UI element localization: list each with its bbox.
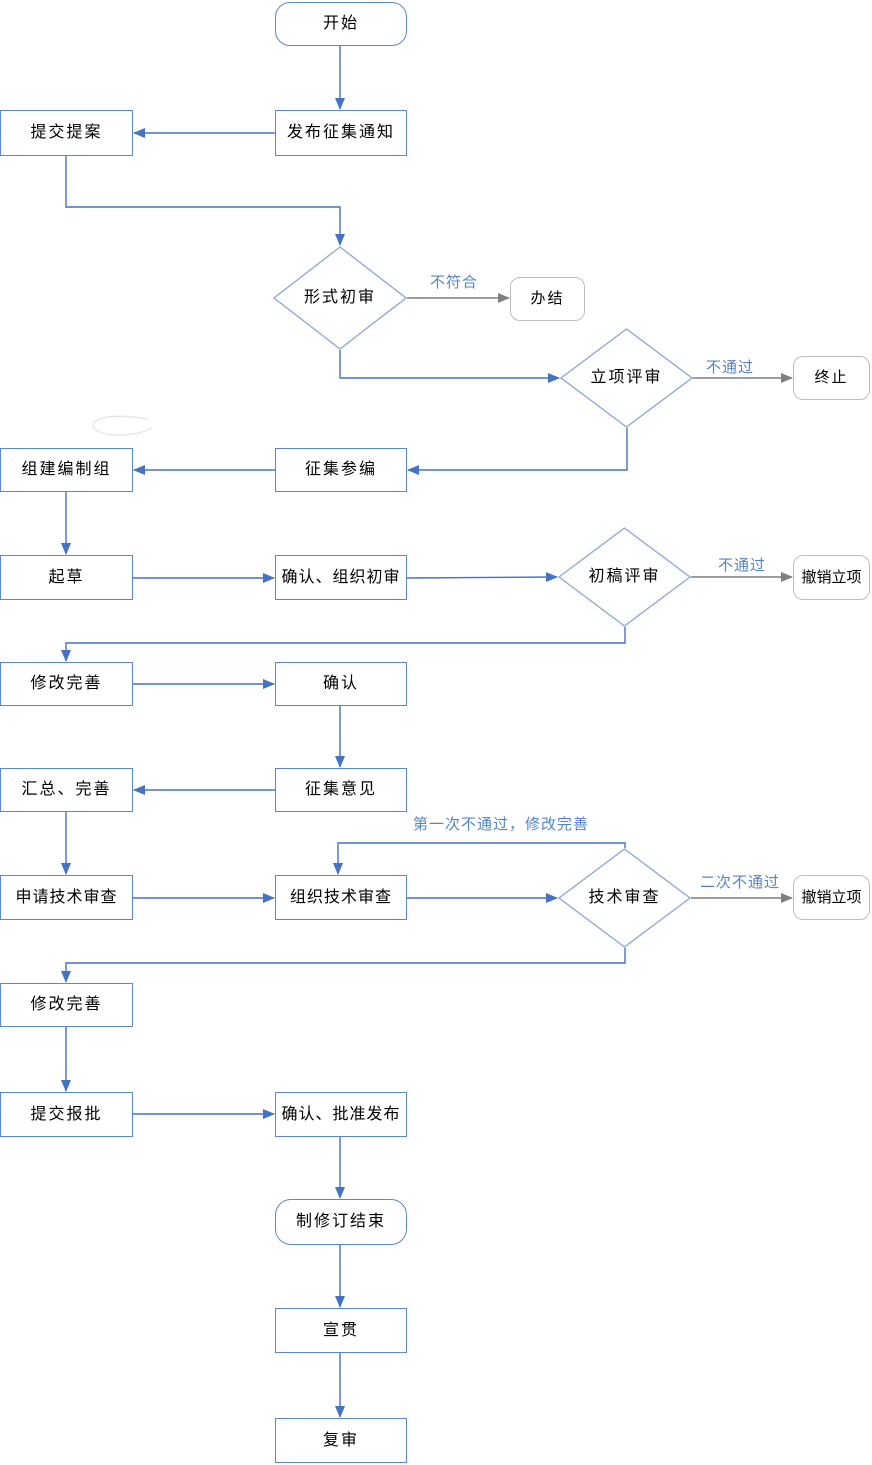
edge-firstreview-revise1 — [61, 627, 626, 662]
node-apply-tech-review: 申请技术审查 — [0, 875, 133, 920]
node-confirm-org-review: 确认、组织初审 — [275, 555, 407, 600]
edge-confirmorg-firstreview — [406, 572, 558, 583]
node-collect-opinions: 征集意见 — [275, 768, 407, 812]
node-collect-opinions-label: 征集意见 — [304, 781, 377, 799]
node-terminate: 终止 — [793, 356, 870, 400]
node-re-examine: 复审 — [275, 1418, 407, 1463]
node-submit-approval-label: 提交报批 — [30, 1105, 103, 1123]
node-submit-approval: 提交报批 — [0, 1092, 133, 1137]
node-publish-notice-label: 发布征集通知 — [286, 124, 395, 142]
edge-label-not-passed-draft: 不通过 — [717, 557, 766, 574]
node-tech-review: 技术审查 — [558, 848, 691, 948]
node-formal-review-label: 形式初审 — [303, 289, 376, 307]
node-cancel-project-2: 撤销立项 — [793, 875, 870, 920]
node-revise-improve-1-label: 修改完善 — [30, 675, 103, 693]
diamond-shape — [560, 328, 693, 428]
edge-label-not-conforming: 不符合 — [429, 274, 478, 291]
node-summarize-improve: 汇总、完善 — [0, 768, 133, 812]
edge-techreview-loop-organizetech — [333, 842, 626, 875]
node-submit-proposal: 提交提案 — [0, 110, 133, 156]
node-project-review: 立项评审 — [560, 328, 693, 428]
edge-label-first-fail-loop: 第一次不通过，修改完善 — [412, 816, 589, 833]
node-confirm: 确认 — [275, 662, 407, 706]
node-end-revision-label: 制修订结束 — [295, 1213, 386, 1231]
node-first-draft-review: 初稿评审 — [558, 527, 691, 627]
node-cancel-project-1: 撤销立项 — [793, 555, 870, 600]
edge-submit-formal — [65, 156, 345, 246]
node-submit-proposal-label: 提交提案 — [30, 124, 103, 142]
node-tech-review-label: 技术审查 — [588, 889, 661, 907]
diamond-shape — [558, 527, 691, 627]
node-formal-review: 形式初审 — [273, 246, 407, 350]
diamond-shape — [273, 246, 407, 350]
node-apply-tech-review-label: 申请技术审查 — [15, 888, 118, 906]
edge-label-second-fail: 二次不通过 — [699, 874, 780, 891]
node-close-case-label: 办结 — [530, 290, 565, 307]
node-recruit-members: 征集参编 — [275, 448, 407, 492]
diamond-shape — [558, 848, 691, 948]
node-promote-implement: 宣贯 — [275, 1308, 407, 1353]
node-form-drafting-group-label: 组建编制组 — [21, 461, 112, 479]
node-summarize-improve-label: 汇总、完善 — [21, 781, 112, 799]
node-confirm-label: 确认 — [322, 675, 359, 693]
node-cancel-project-2-label: 撤销立项 — [801, 888, 862, 906]
node-recruit-members-label: 征集参编 — [304, 461, 377, 479]
node-organize-tech-review-label: 组织技术审查 — [289, 888, 392, 906]
node-project-review-label: 立项评审 — [590, 369, 663, 387]
node-form-drafting-group: 组建编制组 — [0, 448, 133, 492]
node-confirm-publish: 确认、批准发布 — [275, 1092, 407, 1137]
node-revise-improve-2-label: 修改完善 — [30, 996, 103, 1014]
node-organize-tech-review: 组织技术审查 — [275, 875, 407, 920]
node-first-draft-review-label: 初稿评审 — [588, 568, 661, 586]
node-terminate-label: 终止 — [814, 369, 849, 386]
node-start-label: 开始 — [322, 15, 359, 33]
edge-label-not-passed-project: 不通过 — [705, 359, 754, 376]
node-draft-label: 起草 — [48, 568, 85, 586]
edge-project-recruit — [407, 428, 628, 475]
node-revise-improve-2: 修改完善 — [0, 983, 133, 1027]
node-revise-improve-1: 修改完善 — [0, 662, 133, 706]
edge-formal-project — [339, 350, 560, 383]
node-draft: 起草 — [0, 555, 133, 600]
node-cancel-project-1-label: 撤销立项 — [801, 568, 862, 586]
node-confirm-org-review-label: 确认、组织初审 — [281, 568, 401, 586]
node-re-examine-label: 复审 — [322, 1431, 359, 1449]
node-start: 开始 — [275, 2, 407, 46]
node-close-case: 办结 — [510, 277, 585, 321]
node-end-revision: 制修订结束 — [275, 1199, 407, 1245]
node-promote-implement-label: 宣贯 — [322, 1321, 359, 1339]
edge-techreview-revise2 — [61, 948, 626, 983]
node-publish-notice: 发布征集通知 — [275, 110, 407, 156]
node-confirm-publish-label: 确认、批准发布 — [281, 1105, 401, 1123]
artifact-curve — [92, 415, 153, 436]
